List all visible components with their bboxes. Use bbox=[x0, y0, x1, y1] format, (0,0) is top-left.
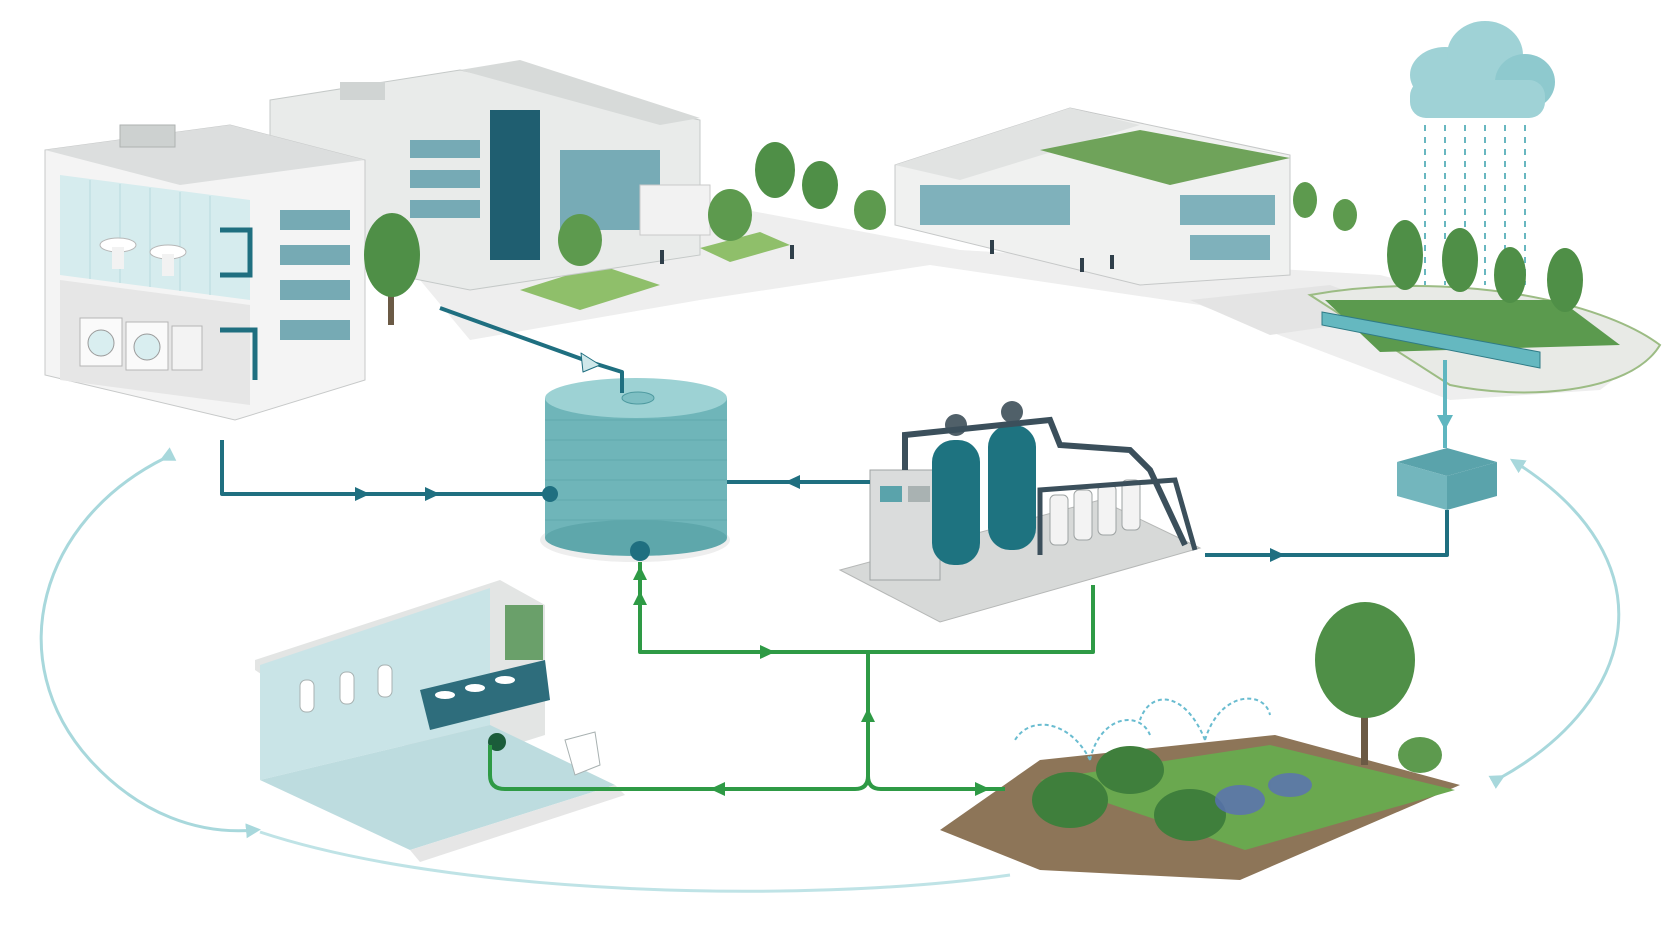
pipe-sump-to-treatment bbox=[1205, 510, 1449, 557]
treatment-plant bbox=[838, 401, 1202, 623]
sprinkler-garden-icon bbox=[940, 602, 1460, 880]
cycle-arrow-right bbox=[1488, 458, 1621, 789]
pipe-building-to-tank bbox=[220, 440, 550, 496]
cycle-arrow-bottom bbox=[259, 830, 1011, 893]
storage-tank bbox=[540, 378, 730, 562]
restroom-icon bbox=[255, 580, 625, 862]
person-icon bbox=[660, 240, 1114, 272]
garden-irrigation bbox=[940, 602, 1460, 880]
rain-cloud bbox=[1321, 21, 1620, 369]
filtration-unit-icon bbox=[869, 401, 1198, 581]
bioswale bbox=[1321, 220, 1620, 369]
sink-icon bbox=[99, 237, 187, 276]
rain-cloud-icon bbox=[1410, 21, 1555, 118]
water-tank-icon bbox=[540, 378, 730, 562]
sports-hall bbox=[660, 107, 1357, 286]
collection-sump bbox=[1397, 448, 1497, 510]
green-pipes bbox=[488, 562, 1095, 796]
pipe-building-to-tank-top bbox=[439, 306, 624, 393]
pipe-to-garden bbox=[866, 775, 1005, 791]
collection-basin-icon bbox=[1397, 448, 1497, 510]
cycle-arrow-left bbox=[39, 447, 261, 839]
tree-icon bbox=[364, 142, 886, 325]
cycle-arrows bbox=[39, 447, 1621, 893]
teal-pipes bbox=[220, 306, 1453, 562]
restroom bbox=[255, 580, 625, 862]
flow-arrows-green bbox=[633, 566, 990, 796]
campus-buildings bbox=[44, 60, 886, 421]
flow-arrows-teal bbox=[355, 415, 1453, 562]
washing-machine-icon bbox=[79, 317, 203, 371]
